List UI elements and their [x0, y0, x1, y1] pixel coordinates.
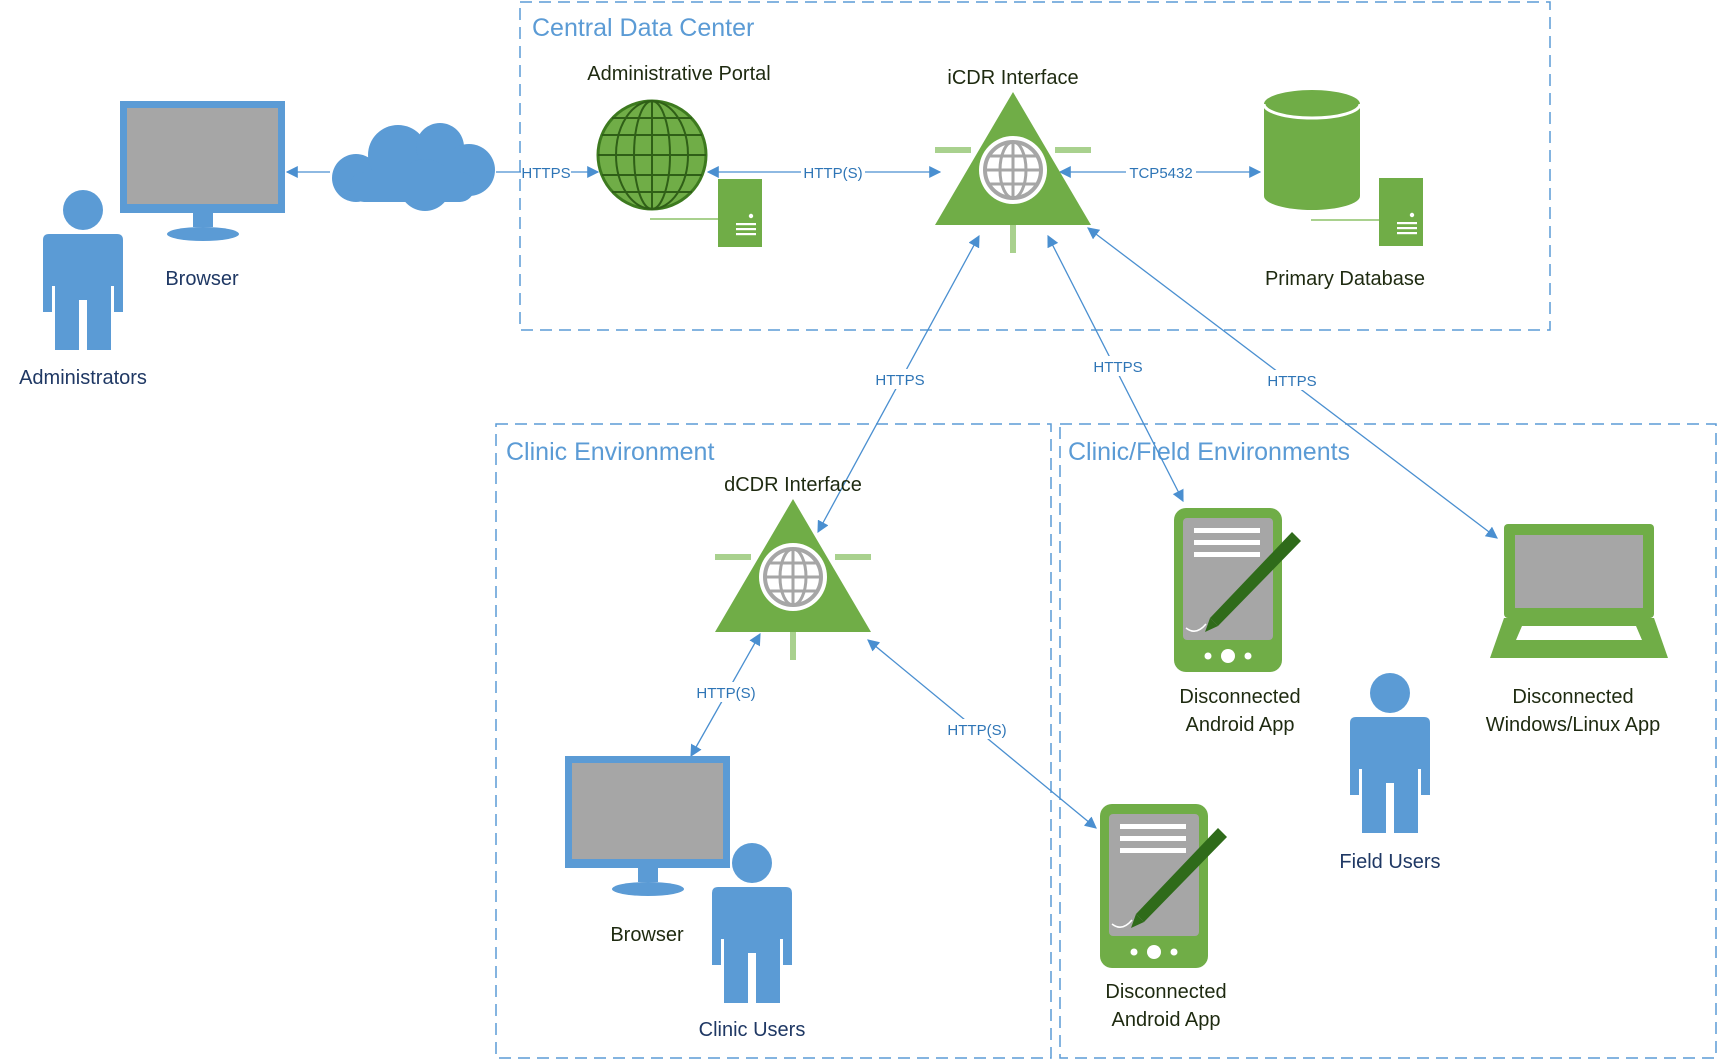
clinic-android-label-line1: Disconnected: [1105, 981, 1226, 1003]
field-android-label-line1: Disconnected: [1179, 686, 1300, 708]
dcdr-label: dCDR Interface: [724, 474, 862, 496]
cloud-icon: [332, 123, 495, 211]
edge-label-icdr-db: TCP5432: [1129, 165, 1192, 182]
database-icon: [1262, 88, 1362, 212]
admin-browser-label: Browser: [165, 268, 239, 290]
monitor-icon: [565, 756, 730, 896]
globe-icon: [596, 99, 708, 211]
edge-label-portal-icdr: HTTP(S): [803, 165, 862, 182]
edge-labels: HTTPS HTTP(S) TCP5432 HTTPS HTTPS HTTPS …: [521, 162, 1318, 739]
monitor-icon: [120, 101, 285, 241]
tablet-pen-icon: [1099, 803, 1228, 969]
icdr-label: iCDR Interface: [947, 67, 1078, 89]
server-icon: [1311, 178, 1423, 246]
zone-clinic: Clinic Environment: [495, 423, 1052, 1059]
clinic-users-label: Clinic Users: [699, 1019, 806, 1041]
field-desktop-label-line1: Disconnected: [1512, 686, 1633, 708]
laptop-icon: [1490, 524, 1668, 658]
zone-central: Central Data Center: [519, 1, 1551, 331]
field-android-label-line2: Android App: [1186, 714, 1295, 736]
zone-central-title: Central Data Center: [532, 14, 754, 42]
field-users-label: Field Users: [1339, 851, 1440, 873]
clinic-browser-label: Browser: [610, 924, 684, 946]
primary-db-label: Primary Database: [1265, 268, 1425, 290]
interface-triangle-icon: [713, 497, 873, 662]
zone-field-title: Clinic/Field Environments: [1068, 438, 1350, 466]
tablet-pen-icon: [1173, 507, 1302, 673]
administrators-label: Administrators: [19, 367, 147, 389]
edge-label-icdr-dcdr: HTTPS: [875, 372, 924, 389]
person-icon: [1350, 673, 1430, 833]
server-icon: [650, 179, 762, 247]
edge-label-dcdr-clinic-android: HTTP(S): [947, 722, 1006, 739]
edge-label-icdr-field-android: HTTPS: [1093, 359, 1142, 376]
edge-label-cloud-portal: HTTPS: [521, 165, 570, 182]
zone-clinic-title: Clinic Environment: [506, 438, 714, 466]
edge-label-icdr-field-desktop: HTTPS: [1267, 373, 1316, 390]
edge-label-dcdr-browser: HTTP(S): [696, 685, 755, 702]
clinic-android-label-line2: Android App: [1112, 1009, 1221, 1031]
field-desktop-label-line2: Windows/Linux App: [1486, 714, 1661, 736]
person-icon: [43, 190, 123, 350]
admin-portal-label: Administrative Portal: [587, 63, 770, 85]
